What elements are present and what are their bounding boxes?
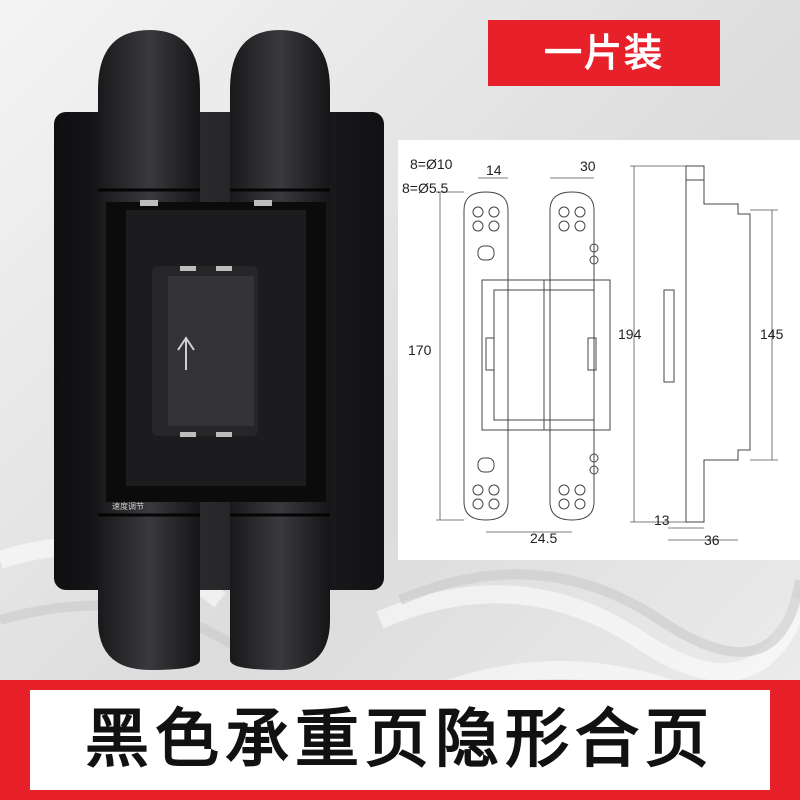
technical-drawing-panel: 8=Ø10 8=Ø5.5 14 30 170 194 145 24.5 13 3… (398, 140, 800, 560)
dim-14-label: 14 (486, 162, 502, 178)
technical-drawing (436, 165, 778, 541)
dim-194-label: 194 (618, 326, 642, 342)
dim-24-5-label: 24.5 (530, 530, 558, 546)
hinge-product-image (54, 30, 384, 670)
dim-30-label: 30 (580, 158, 596, 174)
product-title: 黑色承重页隐形合页 (85, 703, 715, 777)
dim-145-label: 145 (760, 326, 784, 342)
hole-small-label: 8=Ø5.5 (402, 180, 449, 196)
title-banner: 黑色承重页隐形合页 (0, 680, 800, 800)
hole-large-label: 8=Ø10 (410, 156, 453, 172)
title-banner-inner: 黑色承重页隐形合页 (30, 690, 770, 790)
speed-adjust-marking: 速度调节 (112, 502, 144, 511)
dim-13-label: 13 (654, 512, 670, 528)
package-badge: 一片装 (488, 20, 720, 86)
dim-170-label: 170 (408, 342, 432, 358)
dim-36-label: 36 (704, 532, 720, 548)
